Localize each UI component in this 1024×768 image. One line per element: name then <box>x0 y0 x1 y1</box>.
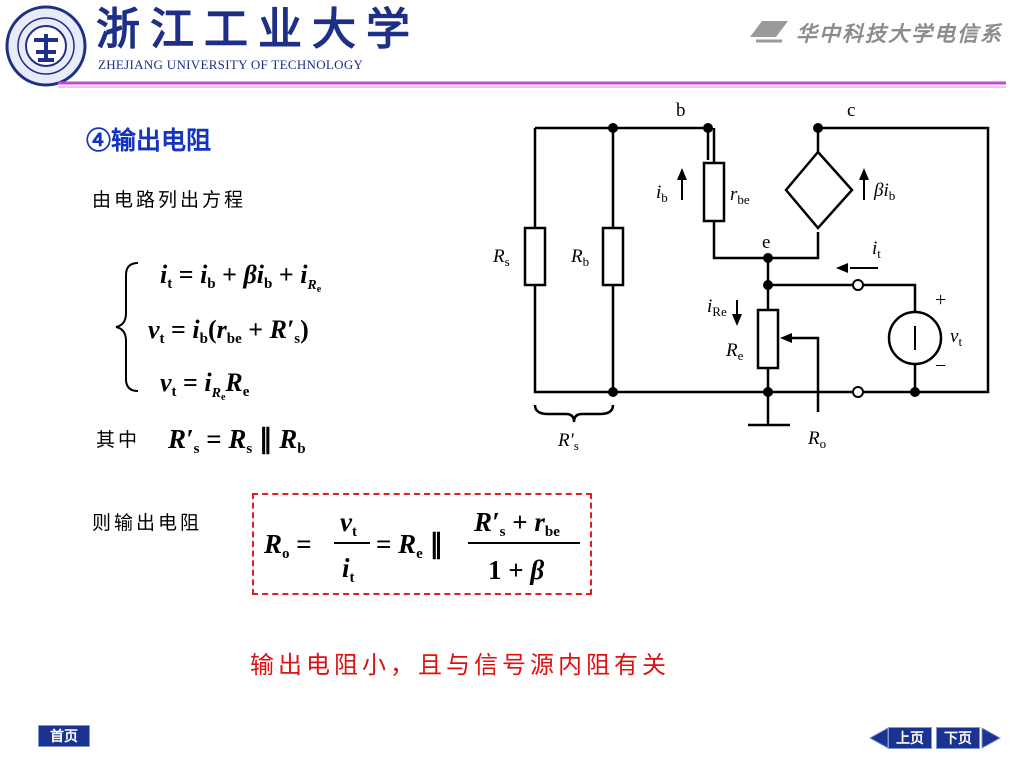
vt-label: vt <box>950 326 962 349</box>
small-signal-circuit-diagram: b c e Rs Rb rbe ib βib it iRe Re vt + − … <box>492 100 990 453</box>
rbe-label: rbe <box>730 184 750 207</box>
university-name-en: ZHEJIANG UNIVERSITY OF TECHNOLOGY <box>98 57 364 72</box>
svg-text:= Re ∥: = Re ∥ <box>376 529 443 562</box>
node-e-label: e <box>762 232 770 253</box>
result-label: 则输出电阻 <box>92 512 203 534</box>
re-label: Re <box>725 340 744 363</box>
hust-logo-icon <box>750 21 788 43</box>
hust-department-label: 华中科技大学电信系 <box>796 21 1003 46</box>
prev-arrow-icon[interactable] <box>868 726 890 750</box>
ro-label: Ro <box>807 428 826 451</box>
section-title: ④输出电阻 <box>86 126 212 155</box>
rs-prime-definition: R′s = Rs ∥ Rb <box>168 424 306 457</box>
next-arrow-icon[interactable] <box>980 726 1002 750</box>
ire-label: iRe <box>707 296 727 319</box>
rb-label: Rb <box>570 246 589 269</box>
home-button[interactable]: 首页 <box>38 725 90 747</box>
intro-text: 由电路列出方程 <box>92 189 247 211</box>
svg-text:1 + β: 1 + β <box>488 555 544 585</box>
beta-ib-label: βib <box>873 180 895 203</box>
it-label: it <box>872 238 881 261</box>
where-label: 其中 <box>96 429 141 451</box>
vt-plus-sign: + <box>935 289 946 311</box>
equation-system: it = ib + βib + iRe vt = ib(rbe + R′s) v… <box>115 260 322 403</box>
output-resistance-formula: Ro = vt it = Re ∥ R′s + rbe 1 + β <box>263 507 580 586</box>
conclusion-text: 输出电阻小，且与信号源内阻有关 <box>250 651 670 679</box>
svg-text:vt: vt <box>340 507 357 540</box>
next-page-button[interactable]: 下页 <box>936 727 980 749</box>
output-resistance-formula-box: Ro = vt it = Re ∥ R′s + rbe 1 + β <box>252 493 592 595</box>
university-seal-logo <box>5 5 87 87</box>
rs-prime-label: R′s <box>557 430 579 453</box>
ib-label: ib <box>656 182 668 205</box>
node-b-label: b <box>676 100 686 121</box>
svg-text:vt = ib(rbe + R′s): vt = ib(rbe + R′s) <box>148 315 309 347</box>
header-divider <box>58 81 1006 88</box>
rs-label: Rs <box>492 246 510 269</box>
svg-text:it = ib + βib + iRe: it = ib + βib + iRe <box>160 260 322 295</box>
svg-text:R′s + rbe: R′s + rbe <box>473 507 560 540</box>
prev-page-button[interactable]: 上页 <box>888 727 932 749</box>
university-name-cn: 浙江工业大学 <box>96 4 420 55</box>
node-c-label: c <box>847 100 855 121</box>
svg-text:R′s = Rs ∥ Rb: R′s = Rs ∥ Rb <box>168 424 306 457</box>
svg-text:vt = iReRe: vt = iReRe <box>160 368 250 403</box>
svg-text:Ro =: Ro = <box>263 529 312 562</box>
vt-minus-sign: − <box>935 355 946 377</box>
svg-text:it: it <box>342 553 355 586</box>
